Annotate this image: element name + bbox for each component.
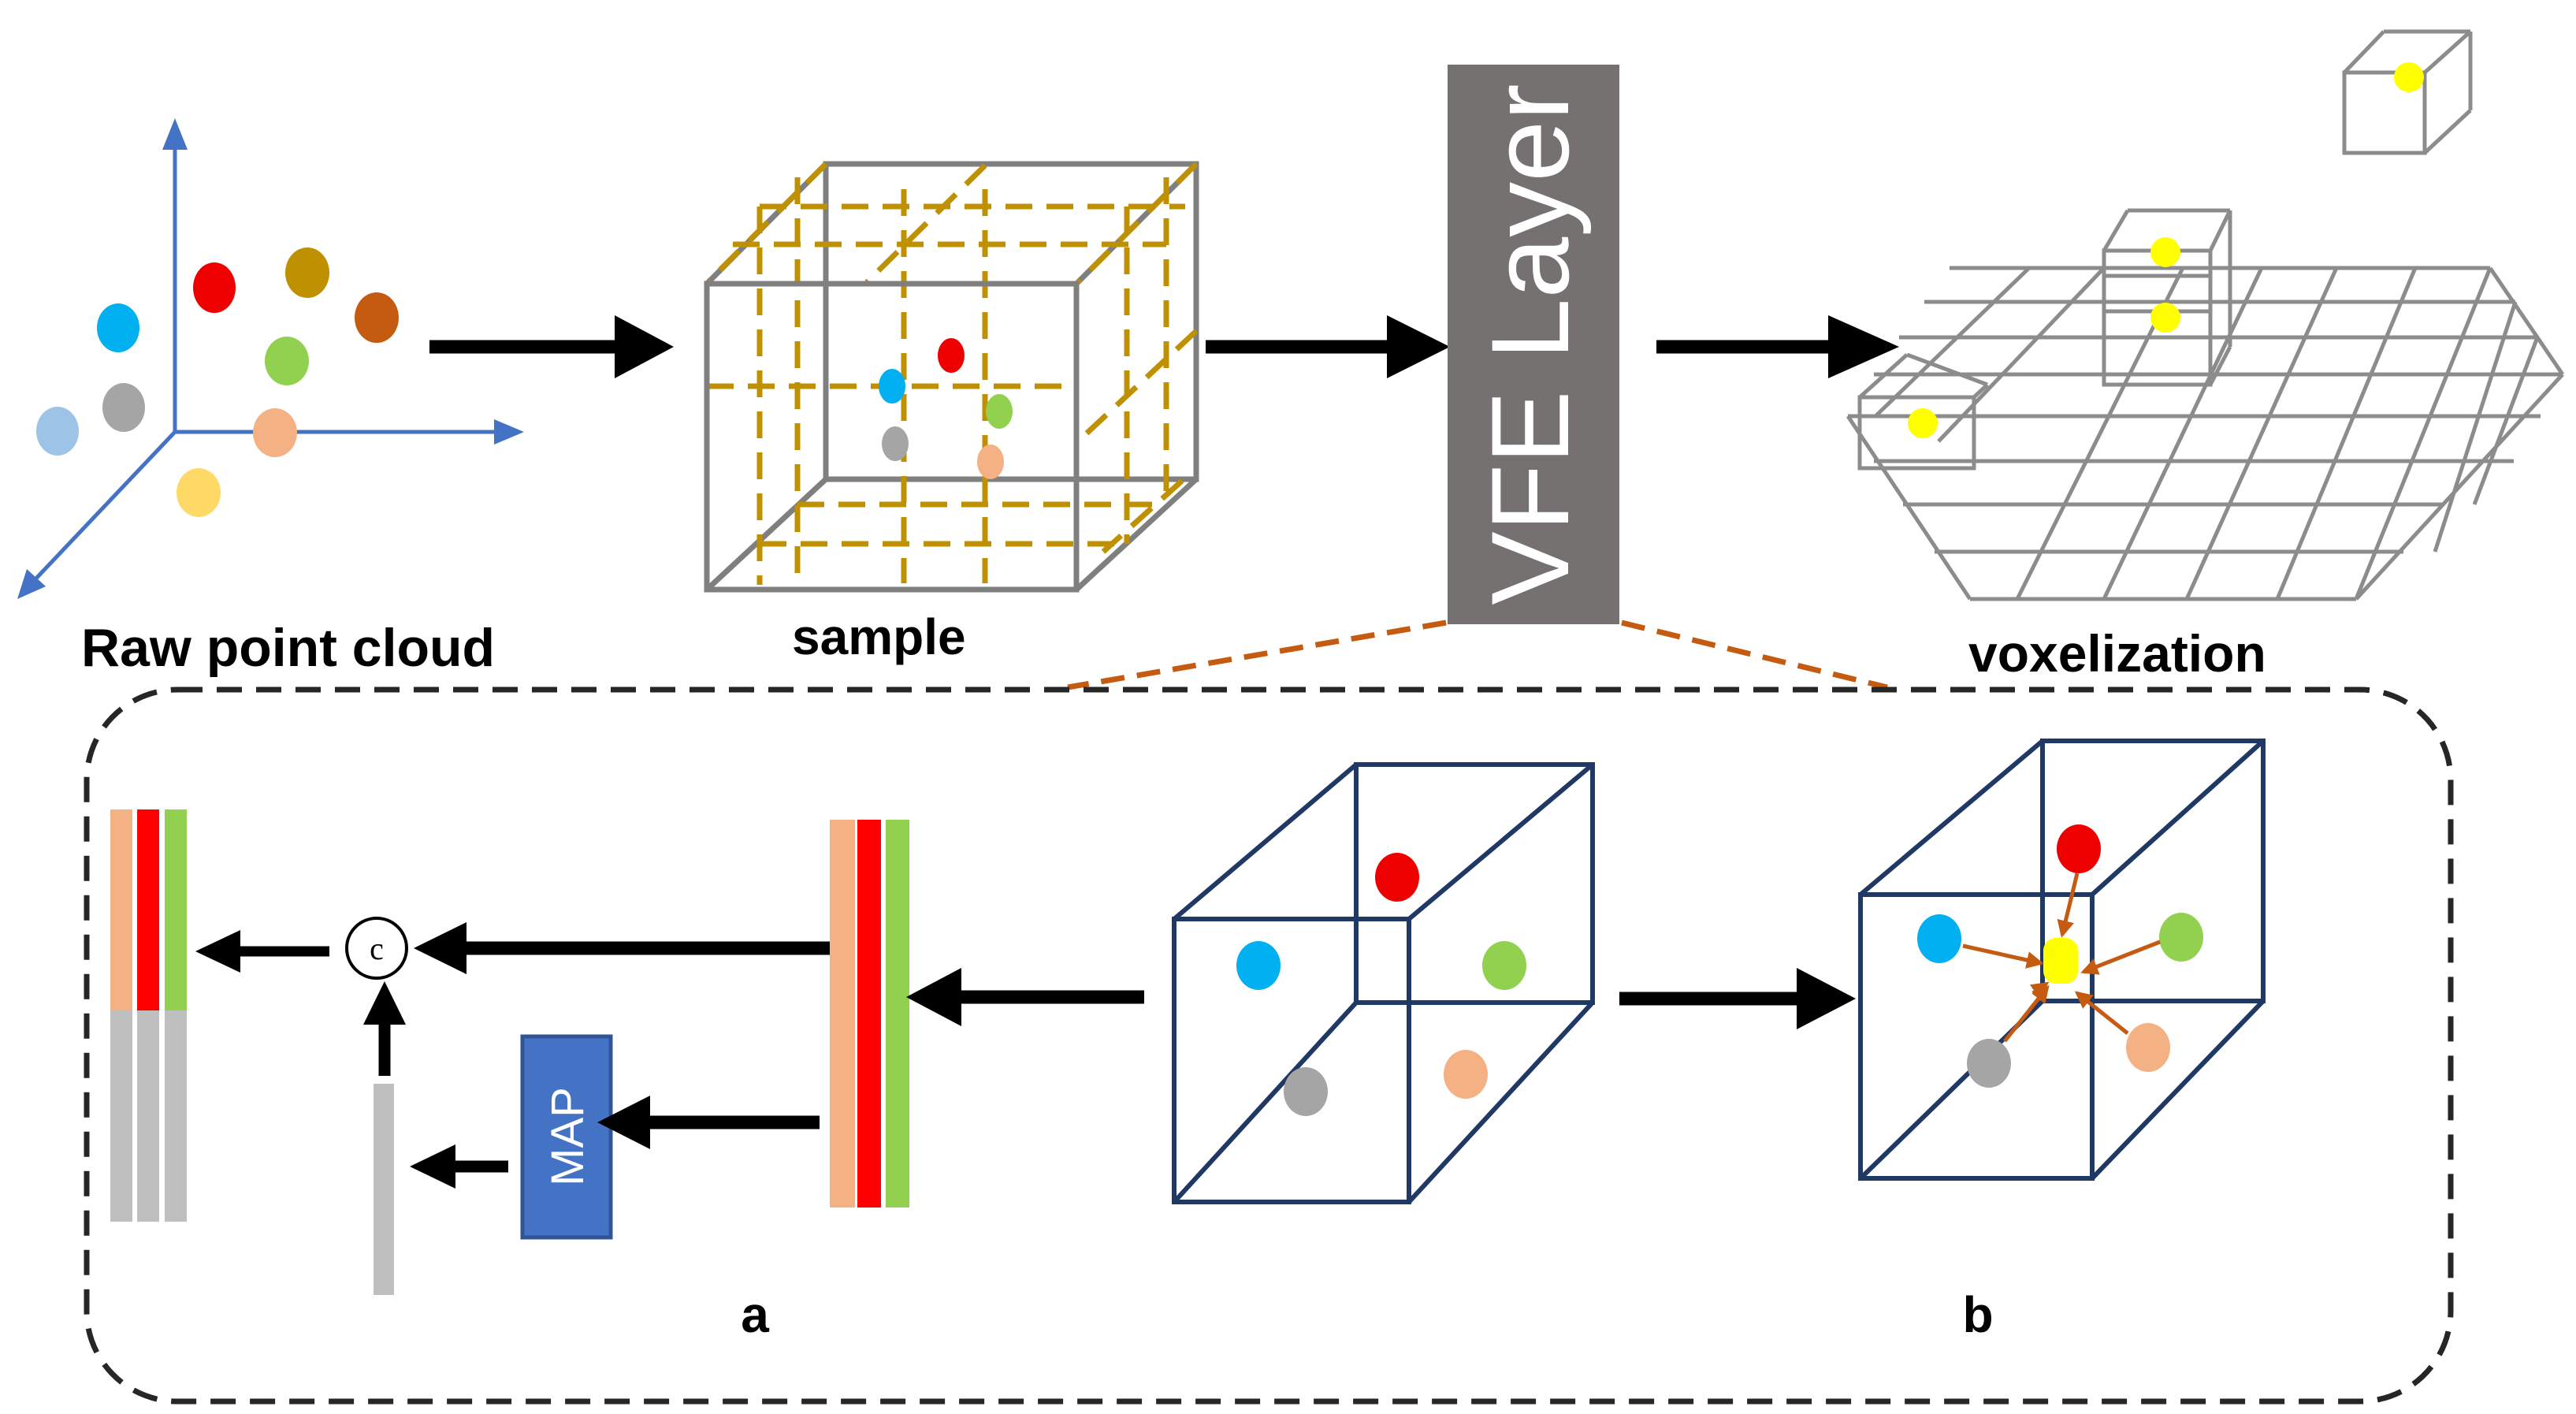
voxelization-panel <box>1846 29 2565 601</box>
point-feature-stack <box>830 820 909 1207</box>
y-axis-arrowhead-icon <box>17 569 46 599</box>
sample-panel: sample <box>704 161 1199 665</box>
arrow-left-icon <box>410 1144 455 1189</box>
point-red <box>938 338 965 373</box>
point-gray <box>1967 1039 2011 1088</box>
point-brown <box>355 292 399 343</box>
y-axis <box>30 430 177 585</box>
point-salmon <box>253 408 297 457</box>
arrow-left-icon <box>414 922 467 974</box>
sample-cube <box>704 161 1199 592</box>
z-axis-arrowhead-icon <box>162 118 188 150</box>
point-red <box>2057 824 2101 873</box>
vfe-layer-label: VFE Layer <box>1468 84 1592 605</box>
arrow-left-icon <box>906 968 961 1026</box>
arrow-point-features-to-concat <box>414 922 834 974</box>
voxel-small-left <box>1857 352 1989 471</box>
centroid-points <box>1917 824 2203 1088</box>
arrow-concat-to-output <box>195 930 329 973</box>
map-block: MAP <box>520 1034 613 1240</box>
sample-cube-front <box>704 281 1080 593</box>
panel-b-label: b <box>1962 1286 1993 1343</box>
point-cyan <box>1917 914 1961 963</box>
point-cyan <box>879 369 905 404</box>
point-green <box>1482 941 1526 990</box>
point-gray <box>882 426 909 461</box>
point-cyan <box>1236 941 1281 990</box>
arrow-right-icon <box>1797 968 1856 1029</box>
sample-label: sample <box>792 608 966 665</box>
map-label: MAP <box>542 1087 593 1186</box>
pooled-feature-bar <box>374 1084 394 1295</box>
point-olive <box>285 247 329 298</box>
raw-point-cloud-label: Raw point cloud <box>81 618 495 678</box>
panel-b: b <box>1858 739 2266 1343</box>
point-light-blue <box>36 407 79 456</box>
point-green <box>265 337 309 385</box>
point-gray <box>1284 1067 1328 1116</box>
point-red <box>193 262 236 313</box>
voxel-floating <box>2342 29 2473 155</box>
vfe-detail-links <box>1067 620 1888 690</box>
arrow-raw-to-sample <box>429 315 674 378</box>
point-green <box>2159 913 2203 962</box>
centroid-point <box>2043 938 2078 984</box>
panel-a: c MAP <box>110 809 1144 1343</box>
arrow-map-to-pooled <box>410 1144 508 1189</box>
point-red <box>1375 853 1419 902</box>
point-green <box>986 394 1013 429</box>
arrow-right-icon <box>1387 315 1450 378</box>
arrow-right-icon <box>1828 315 1899 378</box>
arrow-right-icon <box>615 315 674 378</box>
panel-a-label: a <box>741 1286 769 1343</box>
x-axis-arrowhead-icon <box>494 419 524 445</box>
voxel-centroids <box>1908 62 2424 438</box>
arrow-left-icon <box>597 1096 650 1149</box>
arrow-up-icon <box>363 981 406 1025</box>
point-yellow <box>177 468 221 517</box>
sample-grid-dashes <box>707 162 1199 585</box>
centroid-arrows <box>1962 873 2161 1043</box>
detail-dashed-frame <box>84 687 2454 1405</box>
arrow-pooled-to-concat <box>363 981 406 1076</box>
arrow-features-to-map <box>597 1096 820 1149</box>
output-feature-stack <box>110 809 187 1222</box>
axes <box>17 118 524 599</box>
point-salmon <box>2126 1023 2170 1072</box>
concat-label: c <box>370 931 384 966</box>
point-salmon <box>977 445 1004 479</box>
voxel-points-cube <box>1172 762 1595 1204</box>
arrow-voxel-to-centroid <box>1619 968 1856 1029</box>
arrow-sample-to-vfe <box>1206 315 1450 378</box>
arrow-vfe-to-voxel <box>1656 315 1899 378</box>
arrow-voxel-to-features <box>906 968 1144 1026</box>
voxel-grid <box>1846 266 2565 601</box>
voxel-points <box>1236 853 1526 1116</box>
concat-node: c <box>345 917 408 980</box>
point-gray <box>102 383 145 432</box>
vfe-layer-block: VFE Layer <box>1448 65 1619 624</box>
point-cyan <box>97 303 139 352</box>
voxelization-label: voxelization <box>1968 624 2266 683</box>
sample-points <box>879 338 1013 479</box>
raw-points <box>36 247 399 517</box>
raw-point-cloud-panel: Raw point cloud <box>17 118 524 678</box>
arrow-left-icon <box>195 930 240 973</box>
point-salmon <box>1444 1050 1488 1099</box>
